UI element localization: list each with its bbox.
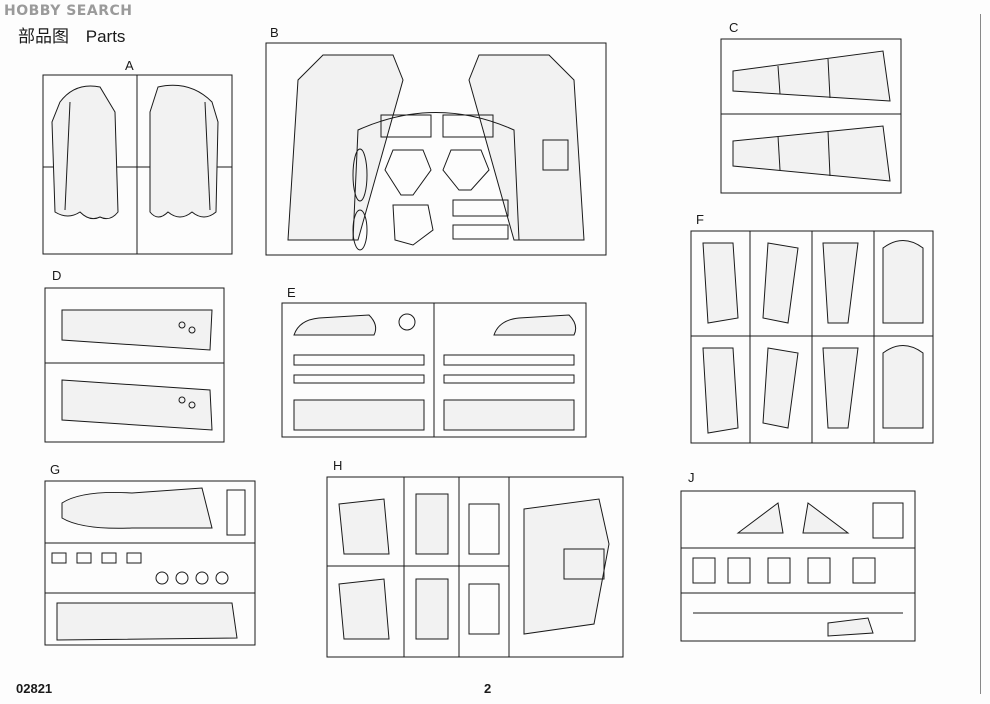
sprue-c-label: C: [729, 20, 739, 35]
sprue-f-label: F: [696, 212, 704, 227]
sprue-h-label: H: [333, 458, 343, 473]
sprue-g-diagram: [42, 478, 258, 648]
sprue-c-diagram: [718, 36, 904, 196]
sprue-b-diagram: [263, 40, 609, 258]
sprue-g-label: G: [50, 462, 61, 477]
page-frame: [6, 14, 981, 694]
sprue-d-diagram: [42, 285, 227, 445]
parts-heading-en: Parts: [85, 27, 126, 46]
watermark-text: HOBBY SEARCH: [4, 3, 133, 19]
sprue-j-diagram: [678, 488, 918, 644]
page-number: 2: [484, 681, 492, 696]
product-code: 02821: [16, 681, 53, 696]
sprue-j-label: J: [688, 470, 695, 485]
sprue-e-label: E: [287, 285, 296, 300]
parts-heading: 部品图 Parts: [18, 22, 125, 47]
parts-heading-cn: 部品图: [18, 27, 69, 47]
sprue-a-label: A: [125, 58, 134, 73]
sprue-a-diagram: [40, 72, 235, 257]
sprue-h-diagram: [324, 474, 626, 660]
sprue-d-label: D: [52, 268, 62, 283]
watermark-logo: HOBBY SEARCH: [4, 3, 132, 19]
sprue-f-diagram: [688, 228, 936, 446]
sprue-b-label: B: [270, 25, 279, 40]
sprue-e-diagram: [279, 300, 589, 440]
